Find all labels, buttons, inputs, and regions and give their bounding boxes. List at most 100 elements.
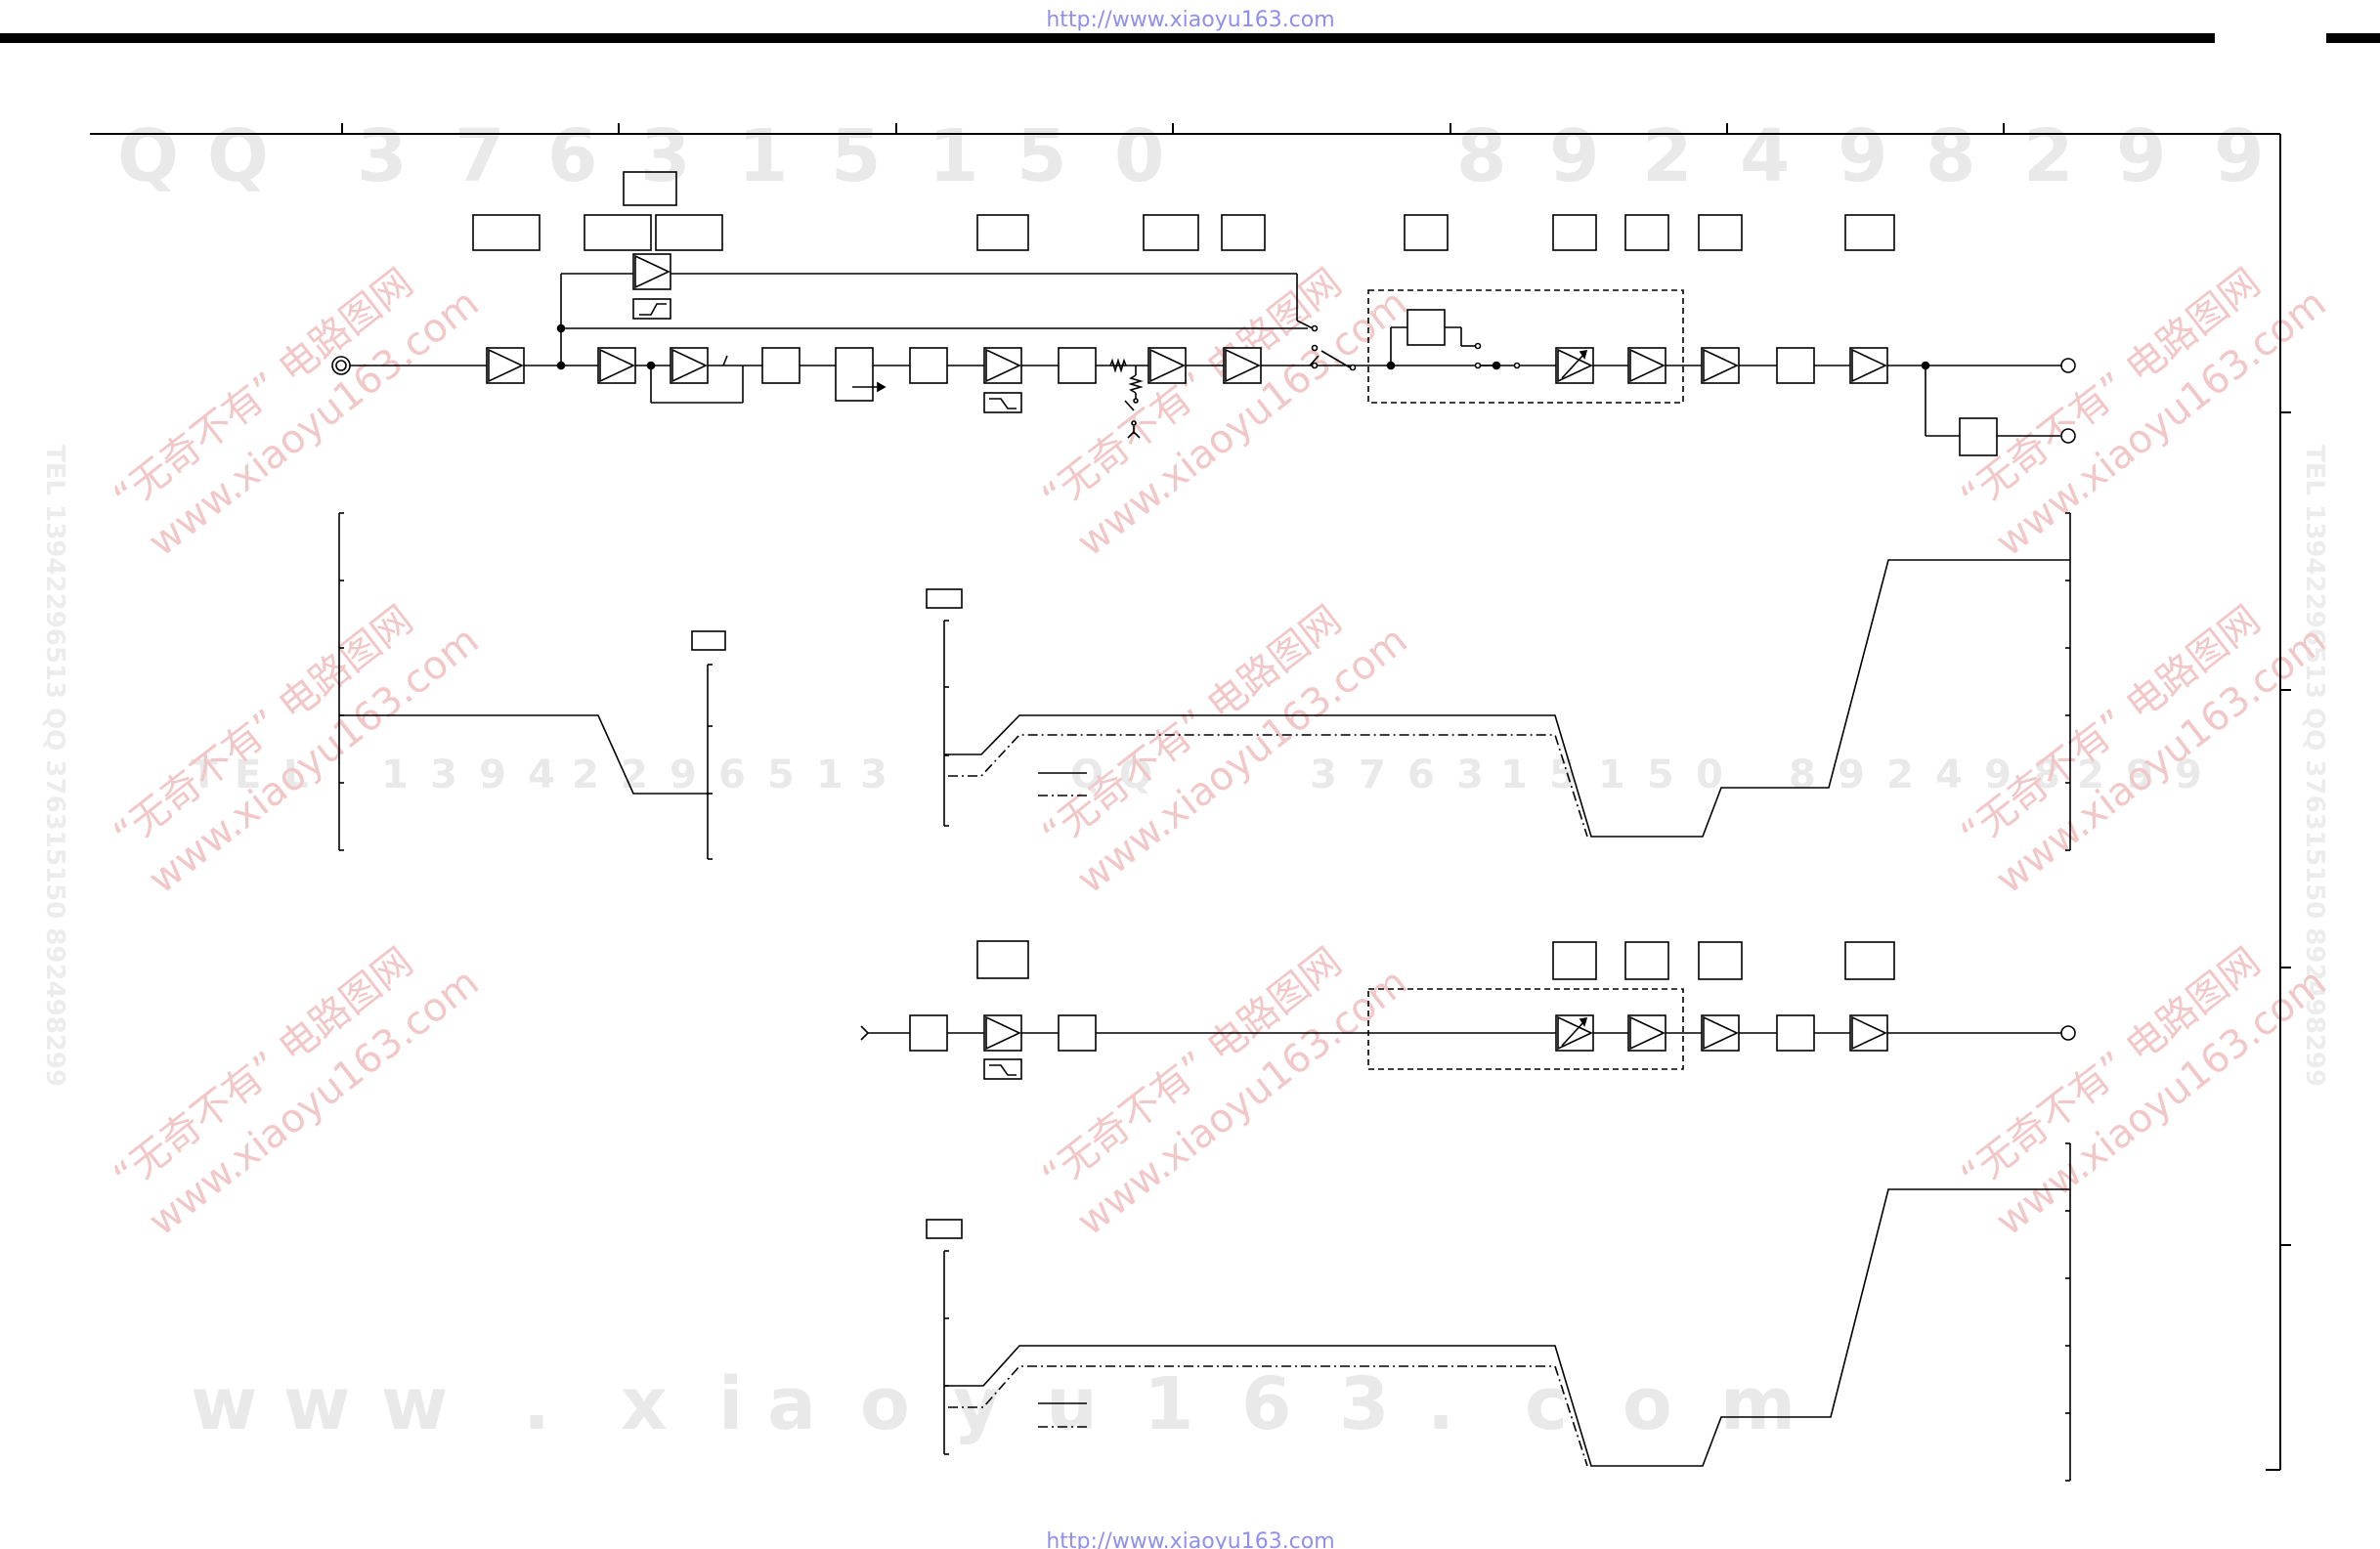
label-box: [1552, 214, 1597, 251]
wm-char: 7: [454, 114, 505, 198]
wm-char: 3: [430, 753, 457, 797]
wm-char: Q: [207, 114, 269, 198]
drawing-frame: [90, 123, 2291, 1471]
wm-char: o: [860, 1362, 910, 1446]
label-box: [1221, 214, 1266, 251]
wm-char: 6: [547, 114, 598, 198]
watermark-side-right: TEL 13942296513 QQ 376315150 892498299: [2300, 445, 2329, 1087]
amplifier-icon: [1703, 1015, 1739, 1051]
wm-char: 3: [1456, 753, 1484, 797]
wm-char: 8: [1789, 753, 1816, 797]
label-box: [691, 630, 726, 651]
amplifier-icon: [599, 348, 635, 383]
switch-contact: [1311, 362, 1319, 369]
wm-char: 1: [1598, 753, 1625, 797]
filter-box: [983, 1058, 1022, 1080]
wm-char: 9: [1984, 753, 2012, 797]
lower-level-graph: [926, 1142, 2071, 1482]
ground-icon: [1127, 430, 1141, 439]
wm-char: Q: [1119, 753, 1152, 797]
output-terminal-icon: [2060, 428, 2076, 444]
wm-char: 6: [718, 753, 746, 797]
wm-char: 1: [929, 114, 979, 198]
label-box: [1143, 214, 1199, 251]
wm-char: 9: [670, 753, 697, 797]
amplifier-icon: [671, 348, 708, 383]
lowpass-icon: [989, 1064, 1017, 1076]
header-url[interactable]: http://www.xiaoyu163.com: [1046, 8, 1334, 32]
dashed-module: [1367, 988, 1684, 1070]
wm-char: o: [1623, 1362, 1672, 1446]
watermark-side-left: TEL 13942296513 QQ 376315150 892498299: [40, 445, 69, 1087]
selector-switch-arm: [1320, 350, 1351, 368]
wm-char: 8: [1456, 114, 1507, 198]
label-box: [655, 214, 723, 251]
upper-signal-chain: [331, 171, 2076, 456]
lowpass-icon: [989, 398, 1017, 409]
amplifier-icon: [985, 348, 1021, 383]
wm-char: i: [718, 1362, 743, 1446]
amplifier-icon: [1149, 348, 1186, 383]
amplifier-icon: [634, 254, 671, 289]
label-box: [1844, 214, 1895, 251]
filter-box: [632, 298, 671, 320]
level-curve-solid: [339, 714, 710, 795]
label-box: [1698, 214, 1743, 251]
label-box: [926, 588, 963, 609]
level-curve-solid: [944, 1188, 2070, 1467]
volume-amplifier-icon: [1557, 348, 1593, 383]
amplifier-icon: [1851, 348, 1887, 383]
wm-char: 5: [767, 753, 795, 797]
wm-char: 5: [1647, 753, 1674, 797]
upper-level-graph: [338, 512, 2071, 860]
amplifier-icon: [985, 1015, 1021, 1051]
highpass-icon: [639, 303, 667, 316]
input-jack-icon: [331, 356, 351, 375]
volume-amplifier-icon: [1557, 1015, 1593, 1051]
wm-char: 2: [1886, 753, 1914, 797]
wm-char: 8: [2033, 753, 2060, 797]
wm-char: 4: [528, 753, 555, 797]
footer-url[interactable]: http://www.xiaoyu163.com: [1046, 1529, 1334, 1549]
wm-char: 2: [2077, 753, 2104, 797]
header-rule-main: [0, 33, 2215, 43]
wm-char: .: [1427, 1362, 1454, 1446]
label-box: [472, 214, 541, 251]
level-curve-dashdot: [948, 1365, 1588, 1467]
label-box: [1624, 214, 1669, 251]
label-box: [1404, 214, 1449, 251]
wm-char: 2: [1642, 114, 1693, 198]
dashed-module: [1367, 289, 1684, 404]
wm-char: .: [523, 1362, 550, 1446]
switch-contact: [1311, 344, 1319, 352]
amplifier-icon: [1851, 1015, 1887, 1051]
input-arrow-icon: [860, 1025, 870, 1041]
label-box: [976, 214, 1029, 251]
switch-contact: [1349, 364, 1357, 371]
watermark-qq-row: Q Q 3 7 6 3 1 5 1 5 0 8 9 2 4 9 8 2 9 9: [117, 114, 2265, 198]
resistor-icon: [1128, 374, 1144, 394]
wm-char: 3: [640, 114, 691, 198]
wm-char: 9: [1838, 114, 1888, 198]
wm-char: 1: [1500, 753, 1528, 797]
wm-char: 4: [1740, 114, 1791, 198]
watermark-layer: Q Q 3 7 6 3 1 5 1 5 0 8 9 2 4 9 8 2 9 9 …: [40, 114, 2334, 1446]
wm-char: 9: [479, 753, 506, 797]
wm-char: 3: [357, 114, 408, 198]
label-box: [1552, 941, 1597, 980]
label-box: [976, 940, 1029, 979]
wm-char: w: [381, 1362, 448, 1446]
label-box: [926, 1219, 963, 1239]
wm-char: 1: [738, 114, 789, 198]
wm-char: 2: [2023, 114, 2074, 198]
wm-char: 9: [2214, 114, 2265, 198]
output-terminal-icon: [2060, 358, 2076, 373]
wm-char: 7: [1359, 753, 1386, 797]
wm-char: 1: [1144, 1362, 1194, 1446]
wm-char: 6: [1407, 753, 1435, 797]
level-curve-solid: [944, 559, 2070, 838]
wm-char: x: [621, 1362, 668, 1446]
wm-char: u: [1046, 1362, 1098, 1446]
wm-char: w: [283, 1362, 350, 1446]
